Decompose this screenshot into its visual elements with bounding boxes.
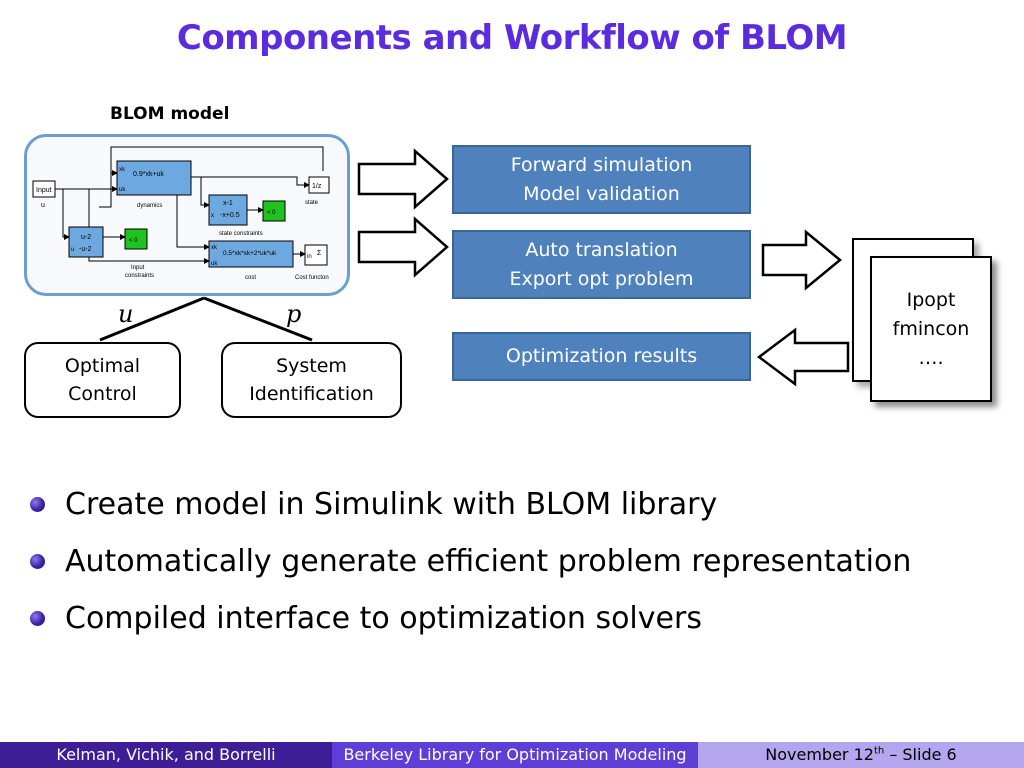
solver-fmincon: fmincon	[892, 317, 970, 340]
sim-input-block: Input	[36, 187, 52, 194]
sim-costfn-sigma: Σ	[317, 250, 322, 257]
sim-dynamics-label: dynamics	[137, 203, 162, 209]
footer-slide-number: – Slide 6	[889, 745, 957, 764]
auto-translation-box: Auto translation Export opt problem	[452, 230, 751, 299]
footer-bar: Kelman, Vichik, and Borrelli Berkeley Li…	[0, 742, 1024, 768]
arrow-to-solvers-icon	[761, 229, 842, 291]
sim-input-eq2: -u-2	[79, 246, 92, 253]
footer-date-suffix: th	[873, 745, 885, 757]
sim-state-check: < 0	[267, 210, 276, 216]
optimization-results-label: Optimization results	[505, 345, 698, 367]
blom-model-label: BLOM model	[110, 104, 230, 124]
sim-cost-eq: 0.5*xk*xk+2*uk*uk	[223, 250, 277, 257]
slide-title: Components and Workflow of BLOM	[176, 18, 848, 58]
arrow-to-translation-icon	[357, 216, 449, 278]
bullet-text: Create model in Simulink with BLOM libra…	[65, 487, 718, 522]
bullet-item: Compiled interface to optimization solve…	[30, 590, 1010, 647]
optimal-control-line1: Optimal	[64, 355, 141, 377]
sim-cost-xk: xk	[211, 245, 218, 251]
footer-date: November 12	[765, 745, 874, 764]
sim-costfn-label: Cost functon	[295, 275, 329, 281]
sim-dynamics-xk: xk	[119, 167, 126, 173]
sim-input-eq1: u-2	[81, 234, 91, 241]
bullet-list: Create model in Simulink with BLOM libra…	[30, 476, 1010, 647]
bullet-dot-icon	[30, 497, 45, 512]
sim-input-sub: u	[41, 202, 45, 209]
arrow-to-forward-icon	[357, 148, 449, 210]
sim-state-eq1: x-1	[223, 200, 233, 207]
sim-cost-label: cost	[245, 275, 256, 281]
forward-simulation-box: Forward simulation Model validation	[452, 145, 751, 214]
sim-dynamics-eq: 0.9*xk+uk	[133, 171, 164, 178]
sim-input-constraints-label: Input constraints	[125, 265, 154, 279]
sim-input-constraints-line1: Input	[131, 265, 145, 271]
sim-costfn-in: in	[307, 254, 312, 260]
solver-more: ….	[918, 346, 944, 369]
system-identification-line2: Identification	[249, 383, 374, 405]
bullet-dot-icon	[30, 611, 45, 626]
bullet-item: Create model in Simulink with BLOM libra…	[30, 476, 1010, 533]
bullet-text: Compiled interface to optimization solve…	[65, 601, 702, 636]
sim-dynamics-uk: uk	[119, 187, 126, 193]
bullet-item: Automatically generate efficient problem…	[30, 533, 1010, 590]
optimal-control-line2: Control	[68, 383, 137, 405]
forward-simulation-line1: Forward simulation	[510, 153, 693, 176]
auto-translation-line2: Export opt problem	[509, 267, 694, 290]
system-identification-box: System Identification	[221, 342, 402, 418]
connector-to-optimal-control	[99, 296, 205, 342]
sim-state-port: x	[211, 213, 214, 219]
footer-authors: Kelman, Vichik, and Borrelli	[0, 742, 332, 768]
sim-state-label: state	[305, 200, 319, 206]
sim-input-constraints-line2: constraints	[125, 273, 154, 279]
solver-card-front: Ipopt fmincon ….	[870, 256, 992, 402]
sim-state-constraints-label: state constraints	[219, 231, 263, 237]
sim-delay-block: 1/z	[312, 183, 322, 190]
bullet-dot-icon	[30, 554, 45, 569]
variable-p-label: p	[286, 300, 302, 328]
solver-ipopt: Ipopt	[906, 288, 956, 311]
bullet-text: Automatically generate efficient problem…	[65, 544, 912, 579]
footer-slide-info: November 12th – Slide 6	[698, 742, 1024, 768]
arrow-from-solvers-icon	[756, 327, 850, 387]
sim-cost-uk: uk	[211, 261, 218, 267]
connector-to-system-id	[203, 296, 313, 342]
forward-simulation-line2: Model validation	[523, 182, 680, 205]
sim-state-eq2: -x+0.5	[220, 212, 240, 219]
sim-input-port: u	[71, 247, 74, 253]
variable-u-label: u	[118, 300, 134, 328]
optimal-control-box: Optimal Control	[24, 342, 181, 418]
footer-project: Berkeley Library for Optimization Modeli…	[332, 742, 698, 768]
system-identification-line1: System	[276, 355, 347, 377]
optimization-results-box: Optimization results	[452, 332, 751, 381]
simulink-diagram: Input u 0.9*xk+uk xk uk dynamics 1/z sta…	[32, 146, 330, 281]
sim-input-check: < 0	[129, 238, 138, 244]
simulink-model-frame: Input u 0.9*xk+uk xk uk dynamics 1/z sta…	[24, 134, 350, 296]
auto-translation-line1: Auto translation	[525, 238, 678, 261]
